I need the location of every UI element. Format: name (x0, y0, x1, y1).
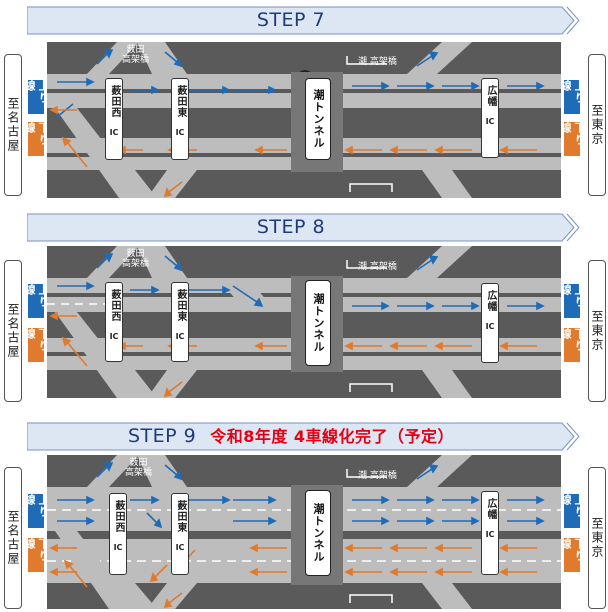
up-line-tag-right: 上り線 (559, 284, 586, 318)
hirohata-name: 広幡 (485, 85, 496, 107)
ic-label: IC (109, 128, 119, 137)
up-line-tag-left: 上り線 (23, 80, 50, 114)
step9-subtitle: 令和8年度 4車線化完了（予定） (210, 427, 455, 446)
banner-arrow-shape (27, 6, 580, 35)
step8-banner: STEP 8 (27, 213, 580, 242)
yabuta-higashi-name: 薮田東 (175, 500, 186, 533)
step9-title-row: STEP 9 令和8年度 4車線化完了（予定） (27, 422, 555, 451)
banner-arrow-shape (27, 422, 580, 451)
ic-label: IC (109, 332, 119, 341)
step7-title: STEP 7 (256, 9, 326, 31)
ic-label: IC (175, 332, 185, 341)
yabuta-nishi-ic-2: 薮田西 IC (105, 282, 123, 362)
down-line-tag-left: 下り線 (23, 122, 50, 156)
yabuta-higashi-ic-1: 薮田東 IC (171, 78, 189, 160)
up-line-tag-left: 上り線 (23, 284, 50, 318)
down-line-tag-right: 下り線 (559, 328, 586, 362)
yabuta-higashi-name: 薮田東 (175, 85, 186, 118)
hirohata-ic-1: 広幡 IC (481, 78, 499, 158)
yabuta-higashi-ic-2: 薮田東 IC (171, 282, 189, 362)
yabuta-nishi-name: 薮田西 (109, 85, 120, 118)
banner-arrow-shape (27, 213, 580, 242)
yabuta-nishi-name: 薮田西 (113, 500, 124, 533)
up-line-tag-right: 上り線 (559, 494, 586, 528)
ic-label: IC (175, 543, 185, 552)
step9-road-diagram (47, 455, 561, 609)
hirohata-ic-3: 広幡 IC (481, 491, 499, 575)
step7-banner: STEP 7 (27, 6, 580, 35)
yabuta-nishi-ic-1: 薮田西 IC (105, 78, 123, 160)
to-tokyo-label: 至東京 (588, 260, 606, 402)
step9-banner: STEP 9 令和8年度 4車線化完了（予定） (27, 422, 580, 451)
yabuta-viaduct-bottom: 高架橋 (125, 468, 153, 478)
to-tokyo-label: 至東京 (588, 467, 606, 609)
step8-title: STEP 8 (256, 216, 326, 238)
up-line-tag-left: 上り線 (23, 494, 50, 528)
ushio-tunnel-2: 潮トンネル (305, 280, 331, 366)
to-nagoya-label: 至名古屋 (4, 467, 22, 609)
yabuta-higashi-name: 薮田東 (175, 289, 186, 322)
yabuta-viaduct-top: 薮田 (126, 249, 145, 259)
ic-label: IC (113, 543, 123, 552)
yabuta-viaduct-label-1: 薮田 高架橋 (122, 45, 149, 65)
down-line-tag-right: 下り線 (559, 538, 586, 572)
down-line-tag-left: 下り線 (23, 538, 50, 572)
yabuta-nishi-ic-3: 薮田西 IC (109, 493, 127, 575)
hirohata-name: 広幡 (485, 290, 496, 312)
ushio-tunnel-1: 潮トンネル (305, 78, 331, 160)
yabuta-viaduct-bottom: 高架橋 (122, 55, 150, 65)
yabuta-nishi-name: 薮田西 (109, 289, 120, 322)
ushio-viaduct-label-1: 潮 高架橋 (358, 57, 397, 67)
step9-title: STEP 9 (127, 425, 197, 447)
hirohata-name: 広幡 (485, 498, 496, 520)
yabuta-viaduct-top: 薮田 (129, 458, 148, 468)
step8-road-diagram (47, 246, 561, 398)
ic-label: IC (485, 530, 495, 539)
step7-road-diagram (47, 42, 561, 198)
to-tokyo-label: 至東京 (588, 54, 606, 196)
hirohata-ic-2: 広幡 IC (481, 283, 499, 363)
to-nagoya-label: 至名古屋 (4, 54, 22, 196)
yabuta-higashi-ic-3: 薮田東 IC (171, 493, 189, 575)
yabuta-viaduct-top: 薮田 (126, 45, 145, 55)
ushio-viaduct-label-3: 潮 高架橋 (358, 471, 397, 481)
up-line-tag-right: 上り線 (559, 80, 586, 114)
down-line-tag-right: 下り線 (559, 122, 586, 156)
yabuta-viaduct-label-2: 薮田 高架橋 (122, 249, 149, 269)
ic-label: IC (485, 322, 495, 331)
yabuta-viaduct-bottom: 高架橋 (122, 259, 150, 269)
ushio-viaduct-label-2: 潮 高架橋 (358, 262, 397, 272)
down-line-tag-left: 下り線 (23, 328, 50, 362)
yabuta-viaduct-label-3: 薮田 高架橋 (125, 458, 152, 478)
ic-label: IC (485, 117, 495, 126)
ic-label: IC (175, 128, 185, 137)
to-nagoya-label: 至名古屋 (4, 260, 22, 402)
ushio-tunnel-3: 潮トンネル (305, 490, 331, 576)
